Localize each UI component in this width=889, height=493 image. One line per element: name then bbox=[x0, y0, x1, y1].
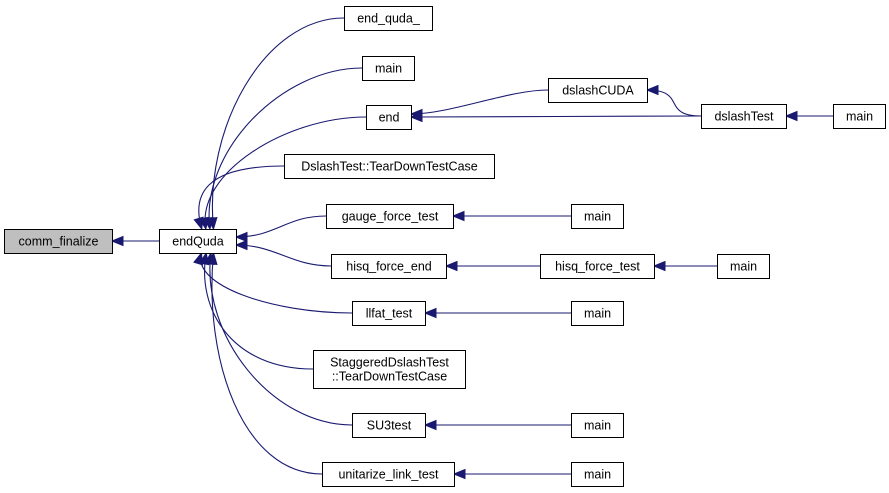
edge-9 bbox=[209, 252, 353, 426]
arrowhead-5 bbox=[234, 231, 248, 243]
arrowhead-12 bbox=[409, 111, 423, 123]
arrowhead-4 bbox=[193, 216, 204, 231]
edge-5 bbox=[235, 215, 327, 238]
main-node-c-label: main bbox=[584, 210, 611, 224]
dslashtest-teardown-node[interactable]: DslashTest::TearDownTestCase bbox=[284, 154, 495, 179]
main-node-f-label: main bbox=[584, 419, 611, 433]
su3test-node[interactable]: SU3test bbox=[352, 413, 426, 438]
su3test-node-label: SU3test bbox=[367, 419, 412, 433]
end-quda-node-label: end_quda_ bbox=[357, 12, 421, 26]
arrowhead-20 bbox=[452, 468, 466, 480]
main-node-g-box bbox=[571, 462, 624, 487]
main-node-c[interactable]: main bbox=[571, 204, 624, 229]
main-node-d[interactable]: main bbox=[717, 254, 770, 279]
hisq-force-end-node-box bbox=[331, 254, 447, 279]
main-node-b-box bbox=[833, 104, 886, 129]
arrowhead-18 bbox=[423, 307, 437, 319]
main-node-c-box bbox=[571, 204, 624, 229]
main-node-b[interactable]: main bbox=[833, 104, 886, 129]
staggered-teardown-node-label: StaggeredDslashTest bbox=[330, 356, 449, 370]
nodes-layer: comm_finalize endQuda end_quda_main end dsla… bbox=[4, 6, 886, 487]
main-node-d-label: main bbox=[730, 260, 757, 274]
arrowhead-13 bbox=[645, 84, 659, 96]
staggered-teardown-node-box bbox=[313, 350, 466, 389]
gauge-force-test-node-label: gauge_force_test bbox=[342, 210, 439, 224]
main-node-a[interactable]: main bbox=[362, 56, 415, 81]
arrowhead-14 bbox=[784, 110, 798, 122]
end-node[interactable]: end bbox=[366, 105, 412, 130]
dslashtest-node-box bbox=[701, 104, 787, 129]
staggered-teardown-node[interactable]: StaggeredDslashTest::TearDownTestCase bbox=[313, 350, 466, 389]
main-node-e[interactable]: main bbox=[571, 301, 624, 326]
edge-8 bbox=[204, 252, 314, 370]
dslashtest-teardown-node-label: DslashTest::TearDownTestCase bbox=[301, 160, 478, 174]
main-node-f-box bbox=[571, 413, 624, 438]
edge-2 bbox=[208, 67, 363, 230]
end-quda-node-box bbox=[344, 6, 433, 31]
main-node-f[interactable]: main bbox=[571, 413, 624, 438]
dslashtest-node[interactable]: dslashTest bbox=[701, 104, 787, 129]
dslashcuda-node-box bbox=[548, 78, 648, 103]
comm-finalize-node-box bbox=[4, 229, 113, 254]
arrowhead-15 bbox=[451, 210, 465, 222]
dslashcuda-node[interactable]: dslashCUDA bbox=[548, 78, 648, 103]
comm-finalize-node-label: comm_finalize bbox=[19, 235, 99, 249]
edge-13 bbox=[646, 89, 702, 117]
edge-6 bbox=[235, 244, 332, 267]
arrowhead-19 bbox=[423, 419, 437, 431]
hisq-force-end-node[interactable]: hisq_force_end bbox=[331, 254, 447, 279]
edge-4 bbox=[198, 165, 285, 230]
edge-12 bbox=[410, 115, 702, 118]
main-node-b-label: main bbox=[846, 110, 873, 124]
arrowhead-0 bbox=[110, 235, 124, 247]
endquda-node-label: endQuda bbox=[172, 235, 223, 249]
end-node-box bbox=[366, 105, 412, 130]
arrowhead-6 bbox=[234, 239, 248, 251]
main-node-a-label: main bbox=[375, 62, 402, 76]
gauge-force-test-node-box bbox=[326, 204, 454, 229]
gauge-force-test-node[interactable]: gauge_force_test bbox=[326, 204, 454, 229]
hisq-force-test-node-box bbox=[540, 254, 655, 279]
llfat-test-node-label: llfat_test bbox=[366, 307, 413, 321]
edges-layer bbox=[110, 17, 834, 480]
staggered-teardown-node-label: ::TearDownTestCase bbox=[332, 370, 447, 384]
su3test-node-box bbox=[352, 413, 426, 438]
main-node-e-label: main bbox=[584, 307, 611, 321]
end-quda-node[interactable]: end_quda_ bbox=[344, 6, 433, 31]
hisq-force-test-node[interactable]: hisq_force_test bbox=[540, 254, 655, 279]
hisq-force-end-node-label: hisq_force_end bbox=[346, 260, 432, 274]
main-node-e-box bbox=[571, 301, 624, 326]
endquda-node[interactable]: endQuda bbox=[159, 229, 237, 254]
main-node-g[interactable]: main bbox=[571, 462, 624, 487]
end-node-label: end bbox=[379, 111, 400, 125]
unitarize-link-test-node-box bbox=[322, 462, 455, 487]
dslashtest-node-label: dslashTest bbox=[714, 110, 774, 124]
arrowhead-10 bbox=[207, 251, 218, 265]
edge-3 bbox=[204, 116, 367, 230]
arrowhead-17 bbox=[652, 260, 666, 272]
edge-10 bbox=[211, 252, 323, 475]
main-node-a-box bbox=[362, 56, 415, 81]
dslashtest-teardown-node-box bbox=[284, 154, 495, 179]
unitarize-link-test-node-label: unitarize_link_test bbox=[338, 468, 439, 482]
edge-7 bbox=[200, 252, 353, 314]
unitarize-link-test-node[interactable]: unitarize_link_test bbox=[322, 462, 455, 487]
hisq-force-test-node-label: hisq_force_test bbox=[555, 260, 640, 274]
edge-1 bbox=[211, 17, 345, 230]
edge-11 bbox=[410, 89, 549, 115]
dslashcuda-node-label: dslashCUDA bbox=[562, 84, 634, 98]
main-node-g-label: main bbox=[584, 468, 611, 482]
endquda-node-box bbox=[159, 229, 237, 254]
comm-finalize-node[interactable]: comm_finalize bbox=[4, 229, 113, 254]
llfat-test-node[interactable]: llfat_test bbox=[352, 301, 426, 326]
llfat-test-node-box bbox=[352, 301, 426, 326]
arrowhead-16 bbox=[444, 260, 458, 272]
main-node-d-box bbox=[717, 254, 770, 279]
